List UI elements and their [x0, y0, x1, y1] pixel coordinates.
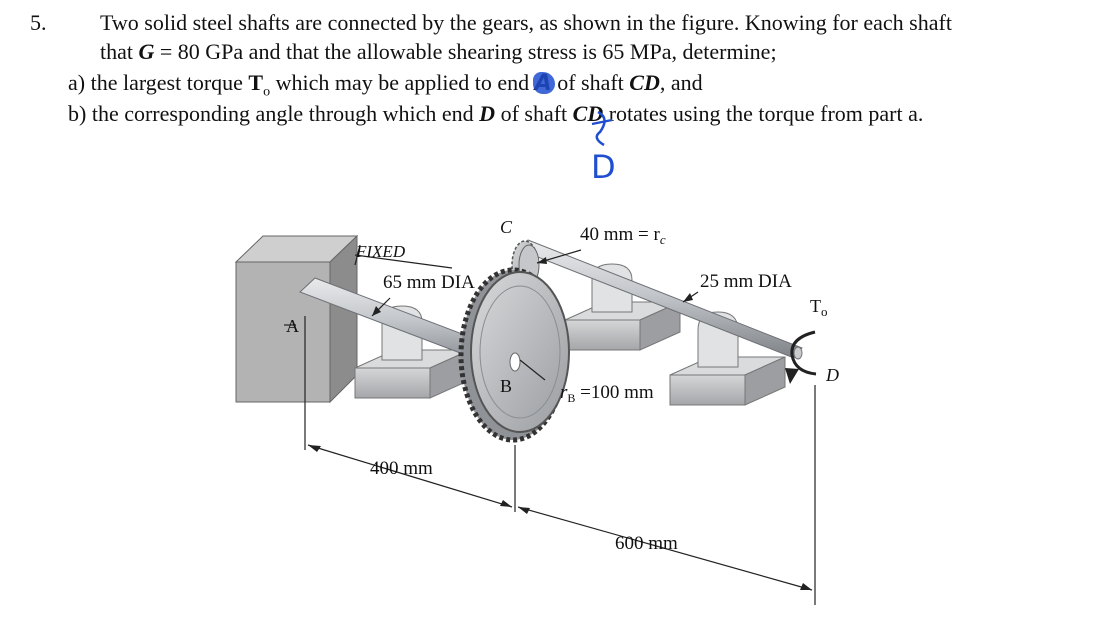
problem-part-b: b) the corresponding angle through which… — [68, 101, 923, 127]
label-600mm: 600 mm — [615, 533, 678, 554]
label-rb: rB =100 mm — [560, 382, 654, 405]
symbol-G: G — [138, 39, 155, 64]
problem-number: 5. — [30, 10, 47, 35]
To-sub: o — [821, 304, 828, 319]
handwritten-D: D — [591, 148, 616, 186]
rb-sub: B — [567, 391, 575, 405]
text: = 80 GPa and that the allowable shearing… — [154, 39, 777, 64]
text: of shaft — [495, 101, 573, 126]
scribbled-letter: A — [532, 71, 555, 96]
rb-r: r — [560, 382, 568, 403]
label-25mm-dia: 25 mm DIA — [700, 271, 792, 292]
text: of shaft — [551, 70, 630, 95]
label-rc: 40 mm = rc — [580, 224, 666, 247]
text: a) the largest torque — [68, 70, 249, 95]
text: rotates using the torque from part a. — [603, 101, 924, 126]
shaft-CD: CD — [629, 70, 660, 95]
handwritten-annotation: D — [591, 110, 616, 186]
label-D: D — [825, 365, 839, 385]
symbol-T: T — [248, 70, 264, 95]
problem-statement: 5. Two solid steel shafts are connected … — [0, 0, 1098, 160]
problem-line-1: Two solid steel shafts are connected by … — [100, 10, 952, 35]
label-fixed: FIXED — [355, 242, 406, 261]
label-To: To — [810, 296, 828, 319]
rc-text: 40 mm = r — [580, 224, 661, 245]
text: , and — [659, 70, 703, 95]
rb-value: =100 mm — [575, 382, 653, 403]
torque-arrow-To — [785, 330, 817, 384]
rc-sub: c — [660, 232, 666, 247]
label-B: B — [500, 376, 512, 396]
text: which may be applied to end — [270, 70, 530, 95]
problem-line-2: that G = 80 GPa and that the allowable s… — [100, 39, 777, 65]
label-A: A — [286, 316, 299, 336]
text: that — [100, 39, 139, 64]
dimension-lines — [284, 244, 816, 605]
label-C: C — [500, 217, 513, 237]
symbol-D: D — [479, 101, 496, 126]
shaft-end-D — [793, 346, 803, 360]
To-T: T — [810, 296, 821, 316]
problem-part-a: a) the largest torque To which may be ap… — [68, 70, 703, 100]
label-65mm-dia: 65 mm DIA — [383, 272, 475, 293]
dimension-arrowheads — [308, 257, 812, 590]
gear-B — [458, 267, 570, 443]
text: b) the corresponding angle through which… — [68, 101, 480, 126]
subscript-o: o — [263, 84, 271, 100]
label-400mm: 400 mm — [370, 458, 433, 479]
